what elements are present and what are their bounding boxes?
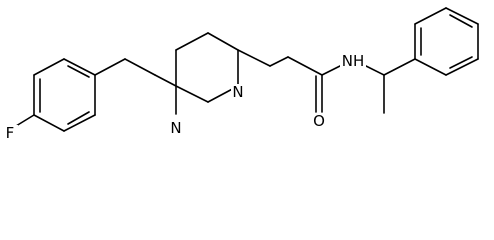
benzyl-bond [154,74,177,87]
phenyl-ring [414,7,479,76]
chain-bond [269,56,289,67]
ring-bond [414,7,447,25]
piperazine-ring [175,32,239,115]
acetamide-chain [237,49,416,114]
chain-bond [287,56,323,76]
atom-label-fluorine: F [3,124,18,142]
ring-double-bond [67,111,90,125]
oxygen-label: O [313,112,325,130]
ring-double-bond [67,65,90,78]
fluorophenyl-ring [15,58,96,132]
ring-double-bond [449,14,473,28]
atom-label-nitrogen-lower: N [169,119,184,137]
fluorine-label: F [6,124,15,142]
ring-bond [33,58,65,76]
benzyl-bond [94,58,126,76]
ring-bond [175,85,209,103]
chain-bond [237,49,271,67]
fluorine-bond [15,114,35,127]
ring-bond [445,7,479,25]
atom-label-oxygen: O [312,112,327,130]
ring-bond [207,32,239,51]
nitrogen-upper-label: N [232,83,243,101]
benzyl-bond [124,58,156,76]
ring-bond [175,32,209,51]
amide-nitrogen-label: NH [342,52,365,70]
ring-bond [63,58,96,76]
atom-label-amide-nitrogen: NH [340,52,366,70]
atom-label-nitrogen-upper: N [231,83,246,101]
ring-bond [445,58,479,76]
phenyl-link-bond [383,58,416,76]
ring-bond [414,58,447,76]
chemical-structure-diagram: F N N NH O [3,7,479,142]
ring-bond [33,114,65,132]
ring-bond [63,114,96,132]
nitrogen-lower-label: N [170,119,181,137]
ring-double-bond [449,56,473,69]
